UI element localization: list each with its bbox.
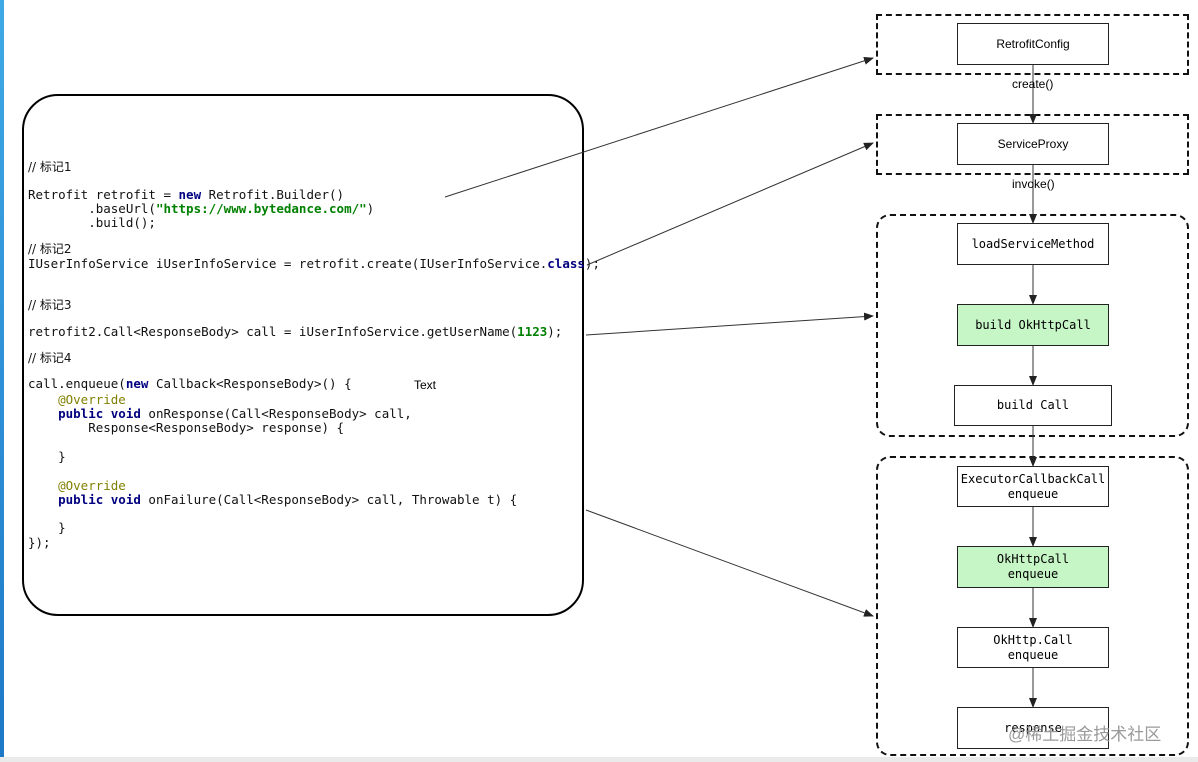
node-load-service-method: loadServiceMethod bbox=[957, 223, 1109, 265]
watermark: @稀土掘金技术社区 bbox=[1008, 725, 1162, 744]
code-override-1: @Override bbox=[28, 392, 126, 407]
node-label: OkHttpCall bbox=[996, 552, 1070, 566]
comment-mark-4: // 标记4 bbox=[28, 351, 72, 365]
code-create: IUserInfoService iUserInfoService = retr… bbox=[28, 257, 600, 271]
comment-mark-3: // 标记3 bbox=[28, 298, 72, 312]
code-keyword: class bbox=[547, 256, 585, 271]
code-text: .baseUrl( bbox=[28, 201, 156, 216]
code-text: ) bbox=[366, 201, 375, 216]
code-text: ); bbox=[547, 324, 563, 339]
code-text: call.enqueue( bbox=[28, 376, 126, 391]
code-text: Retrofit.Builder() bbox=[201, 187, 345, 202]
node-label: RetrofitConfig bbox=[996, 36, 1070, 51]
code-keyword: new bbox=[178, 187, 202, 202]
code-string: "https://www.bytedance.com/" bbox=[155, 201, 367, 216]
node-sublabel: enqueue bbox=[1007, 486, 1059, 501]
node-label: ServiceProxy bbox=[997, 136, 1069, 151]
node-sublabel: enqueue bbox=[1007, 647, 1059, 662]
code-text: Retrofit retrofit = bbox=[28, 187, 179, 202]
node-build-okhttpcall: build OkHttpCall bbox=[957, 304, 1109, 346]
node-sublabel: enqueue bbox=[1007, 567, 1059, 581]
node-label: build OkHttpCall bbox=[975, 317, 1091, 332]
edge-label-create: create() bbox=[1012, 77, 1054, 91]
arrow-mark4-to-enqueue bbox=[585, 509, 874, 617]
code-onfailure: public void onFailure(Call<ResponseBody>… bbox=[28, 493, 517, 507]
node-label: OkHttp.Call bbox=[993, 632, 1073, 647]
code-enqueue: call.enqueue(new Callback<ResponseBody>(… bbox=[28, 377, 352, 391]
code-number: 1123 bbox=[517, 324, 548, 339]
comment-mark-2: // 标记2 bbox=[28, 242, 72, 256]
code-text: IUserInfoService iUserInfoService = retr… bbox=[28, 256, 548, 271]
code-close-all: }); bbox=[28, 535, 51, 550]
bottom-strip bbox=[0, 757, 1198, 762]
code-close-brace-1: } bbox=[28, 449, 66, 464]
node-response: response bbox=[957, 707, 1109, 749]
code-panel bbox=[22, 94, 584, 616]
node-service-proxy: ServiceProxy bbox=[957, 123, 1109, 165]
node-label: response bbox=[1004, 720, 1062, 735]
code-keyword: public void bbox=[28, 492, 141, 507]
code-text: retrofit2.Call<ResponseBody> call = iUse… bbox=[28, 324, 518, 339]
code-baseurl: .baseUrl("https://www.bytedance.com/") bbox=[28, 202, 374, 216]
code-onresponse: public void onResponse(Call<ResponseBody… bbox=[28, 407, 412, 421]
left-accent-bar bbox=[0, 0, 4, 762]
code-keyword: public void bbox=[28, 406, 141, 421]
code-override-2: @Override bbox=[28, 478, 126, 493]
arrow-mark3-to-method bbox=[585, 312, 874, 336]
node-label: build Call bbox=[996, 398, 1070, 412]
node-build-call: build Call bbox=[954, 385, 1112, 426]
comment-mark-1: // 标记1 bbox=[28, 160, 72, 174]
code-text: ); bbox=[584, 256, 600, 271]
text-label: Text bbox=[414, 378, 437, 392]
code-retrofit-builder: Retrofit retrofit = new Retrofit.Builder… bbox=[28, 188, 344, 202]
code-call: retrofit2.Call<ResponseBody> call = iUse… bbox=[28, 325, 562, 339]
node-retrofit-config: RetrofitConfig bbox=[957, 23, 1109, 65]
code-response-param: Response<ResponseBody> response) { bbox=[28, 420, 345, 435]
code-close-brace-2: } bbox=[28, 520, 66, 535]
node-label: ExecutorCallbackCall bbox=[960, 471, 1106, 486]
code-keyword: new bbox=[125, 376, 149, 391]
edge-label-invoke: invoke() bbox=[1012, 177, 1055, 191]
code-text: Callback<ResponseBody>() { bbox=[148, 376, 352, 391]
arrow-mark1-to-config bbox=[444, 56, 874, 198]
node-label: loadServiceMethod bbox=[971, 236, 1095, 251]
code-build: .build(); bbox=[28, 215, 156, 230]
code-text: onResponse(Call<ResponseBody> call, bbox=[140, 406, 412, 421]
arrow-mark2-to-proxy bbox=[586, 142, 874, 266]
code-text: onFailure(Call<ResponseBody> call, Throw… bbox=[140, 492, 518, 507]
